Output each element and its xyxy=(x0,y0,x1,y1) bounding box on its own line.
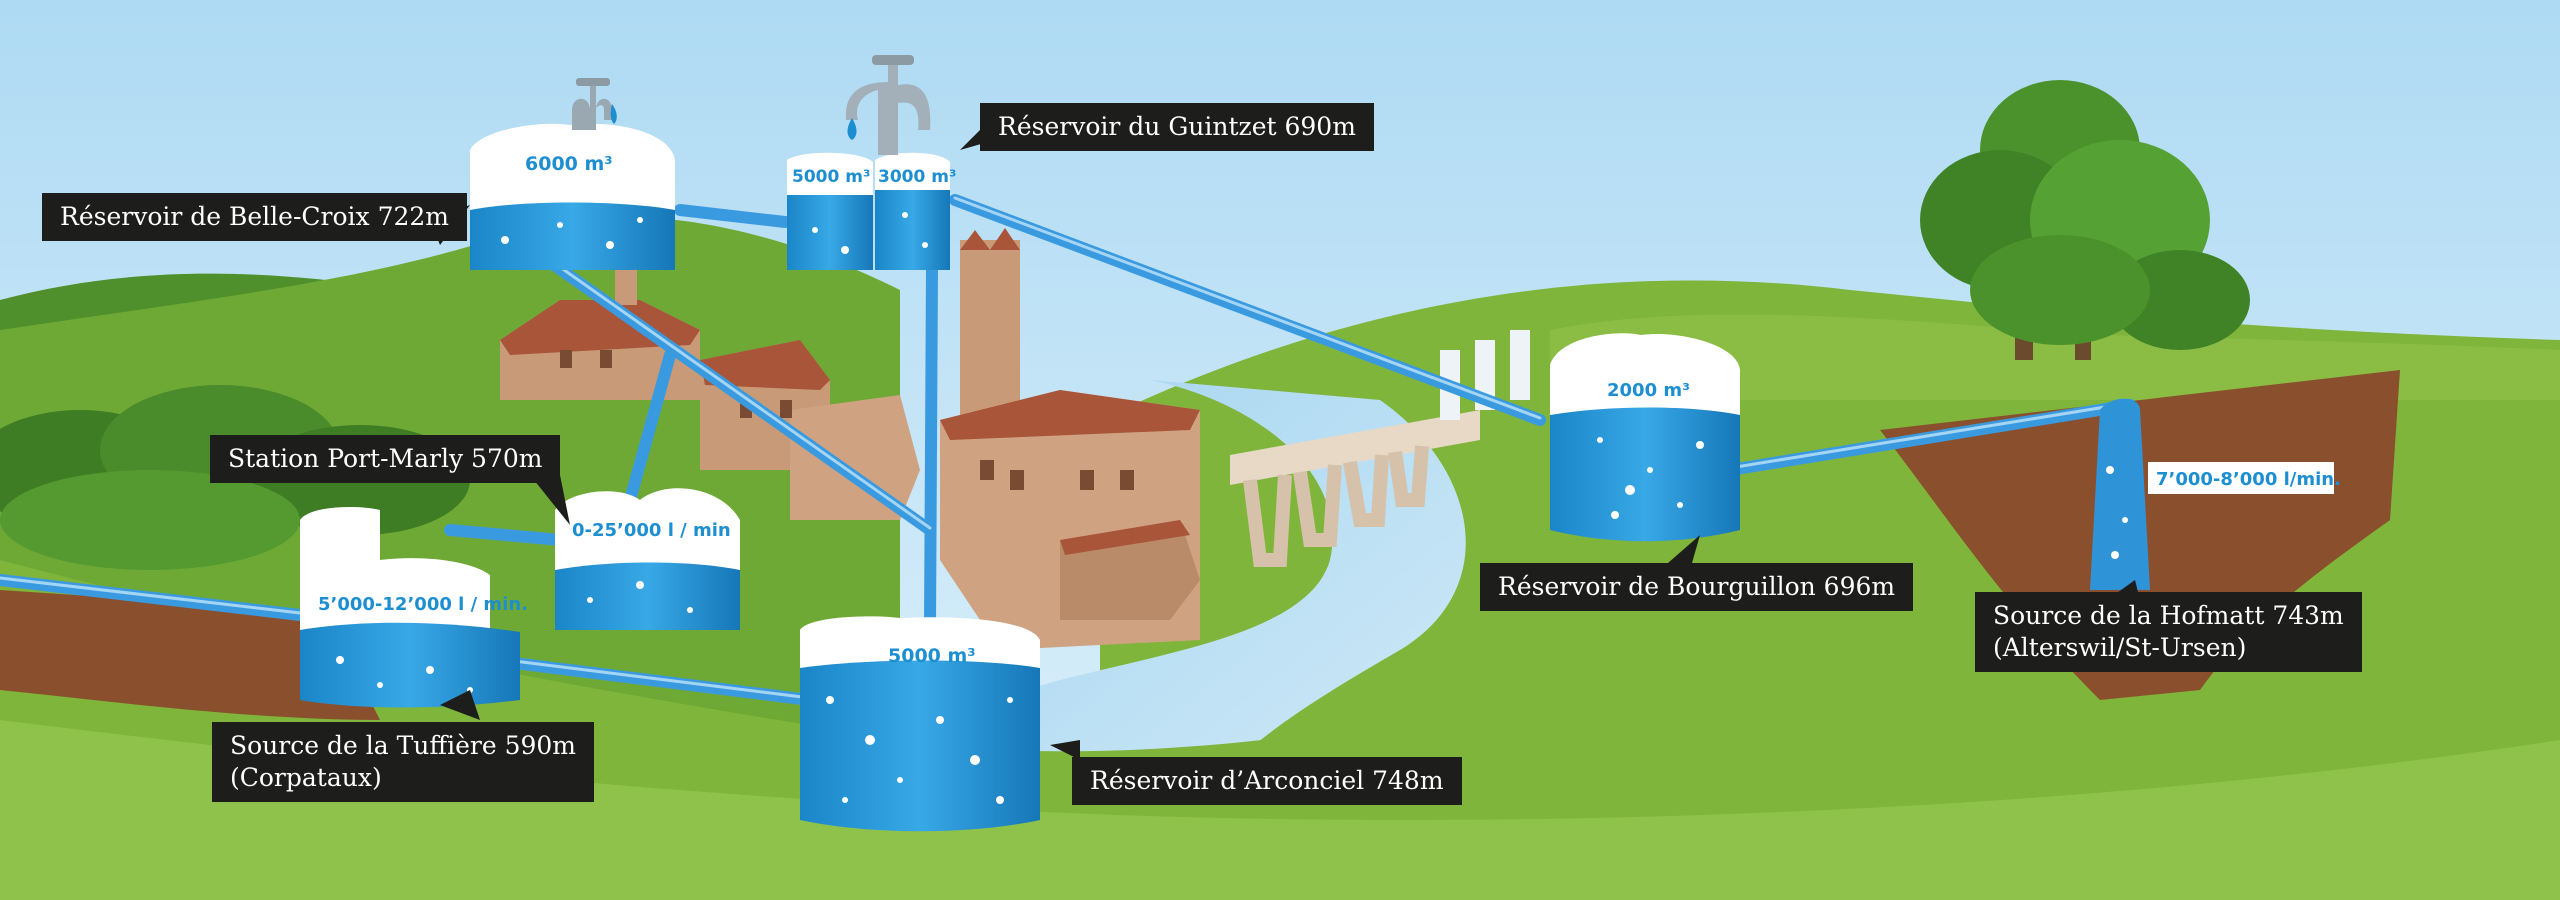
label-bourguillon: Réservoir de Bourguillon 696m xyxy=(1480,563,1914,611)
field-foreground xyxy=(0,720,2560,900)
tap-icon xyxy=(845,55,931,155)
tree-icon xyxy=(1920,80,2250,360)
capacity-guintzet-a: 5000 m³ xyxy=(792,167,870,187)
label-arconciel: Réservoir d’Arconciel 748m xyxy=(1072,757,1462,805)
capacity-bourguillon: 2000 m³ xyxy=(1607,380,1690,401)
flow-tuffiere: 5’000-12’000 l / min. xyxy=(318,594,528,615)
earth-left xyxy=(0,590,380,720)
label-hofmatt: Source de la Hofmatt 743m (Alterswil/St-… xyxy=(1975,592,2362,672)
capacity-belle-croix: 6000 m³ xyxy=(525,153,613,175)
pipes xyxy=(0,194,2136,706)
pipe-portmarly-bellecroix xyxy=(624,349,676,506)
pipe-bourguillon-hofmatt xyxy=(1724,399,2136,476)
capacity-arconciel: 5000 m³ xyxy=(888,645,976,667)
pipe-tuffiere-inflow xyxy=(0,574,306,621)
flow-hofmatt-bg xyxy=(2148,462,2334,494)
hill-right-back xyxy=(1550,314,2560,400)
pipe-portmarly-inlet xyxy=(444,524,566,546)
station-port-marly xyxy=(555,488,740,630)
pipe-guintzet-bourguillon xyxy=(949,194,1546,426)
tank-bourguillon xyxy=(1550,333,1740,542)
flow-hofmatt: 7’000-8’000 l/min. xyxy=(2156,469,2341,490)
pipe-bellecroix-guintzet xyxy=(674,204,791,228)
tank-tuffiere xyxy=(300,507,520,708)
capacity-guintzet-b: 3000 m³ xyxy=(878,167,956,187)
pipe-arconciel-guintzet xyxy=(924,264,938,631)
hofmatt-waterfall xyxy=(2090,398,2150,590)
flow-port-marly: 0-25’000 l / min xyxy=(572,520,731,541)
pipe-tuffiere-arconciel xyxy=(484,654,816,706)
pipe-bellecroix-arconciel xyxy=(534,249,936,536)
tap-icon xyxy=(572,78,617,130)
tank-guintzet xyxy=(787,152,950,270)
bridge-icon xyxy=(1230,330,1530,567)
pipe-highlights xyxy=(0,196,2132,700)
label-belle-croix: Réservoir de Belle-Croix 722m xyxy=(42,193,468,241)
label-port-marly: Station Port-Marly 570m xyxy=(210,435,561,483)
tank-belle-croix xyxy=(470,123,675,270)
label-guintzet: Réservoir du Guintzet 690m xyxy=(980,103,1374,151)
tank-arconciel xyxy=(800,616,1040,832)
label-tuffiere: Source de la Tuffière 590m (Corpataux) xyxy=(212,722,595,802)
